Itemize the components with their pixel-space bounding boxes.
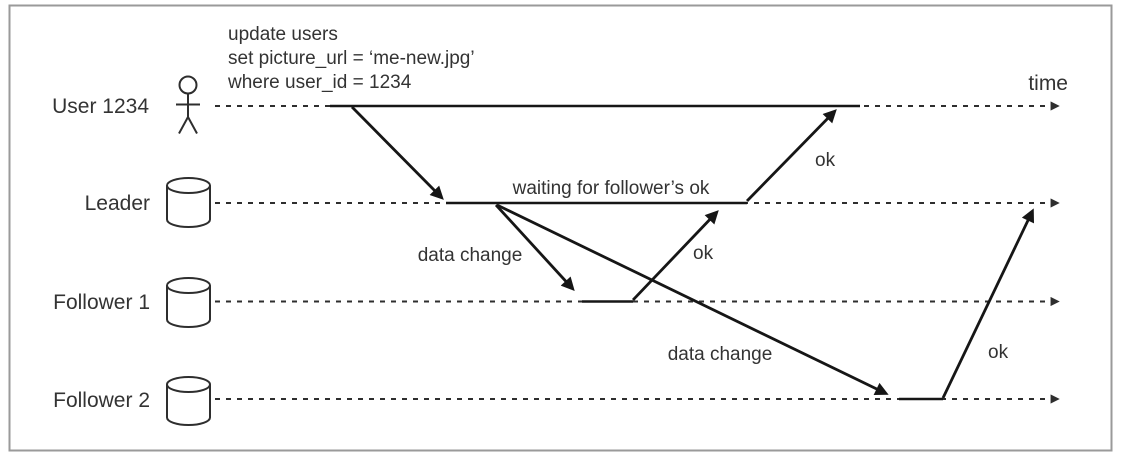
- label-data-change-1: data change: [418, 245, 523, 266]
- lane-label-user: User 1234: [52, 95, 149, 118]
- label-ok-follower2: ok: [988, 342, 1009, 363]
- database-icon-follower2: [166, 376, 211, 426]
- arrow-ok-follower1-to-leader: [631, 210, 719, 301]
- arrow-data-change-follower1: [494, 204, 575, 291]
- database-icon-leader: [166, 177, 211, 228]
- lane-label-follower2: Follower 2: [53, 389, 150, 412]
- label-waiting-for-ok: waiting for follower’s ok: [512, 178, 710, 199]
- arrow-ok-follower2-to-leader: [941, 208, 1035, 399]
- arrow-data-change-follower2: [496, 203, 889, 395]
- database-icon-follower1: [166, 277, 211, 328]
- query-annotation: update users set picture_url = ‘me-new.j…: [227, 24, 475, 93]
- label-ok-follower1: ok: [693, 243, 714, 264]
- person-icon: [176, 75, 200, 134]
- lane-label-follower1: Follower 1: [53, 291, 150, 314]
- label-ok-to-user: ok: [815, 150, 836, 171]
- query-line-2: set picture_url = ‘me-new.jpg’: [228, 48, 475, 69]
- query-line-3: where user_id = 1234: [227, 72, 412, 93]
- arrow-update-query: [351, 106, 444, 200]
- diagram-border: [8, 4, 1113, 452]
- arrow-ok-leader-to-user: [745, 109, 837, 202]
- query-line-1: update users: [228, 24, 338, 45]
- lane-label-leader: Leader: [85, 192, 150, 215]
- time-axis-label: time: [1028, 72, 1068, 95]
- label-data-change-2: data change: [668, 344, 773, 365]
